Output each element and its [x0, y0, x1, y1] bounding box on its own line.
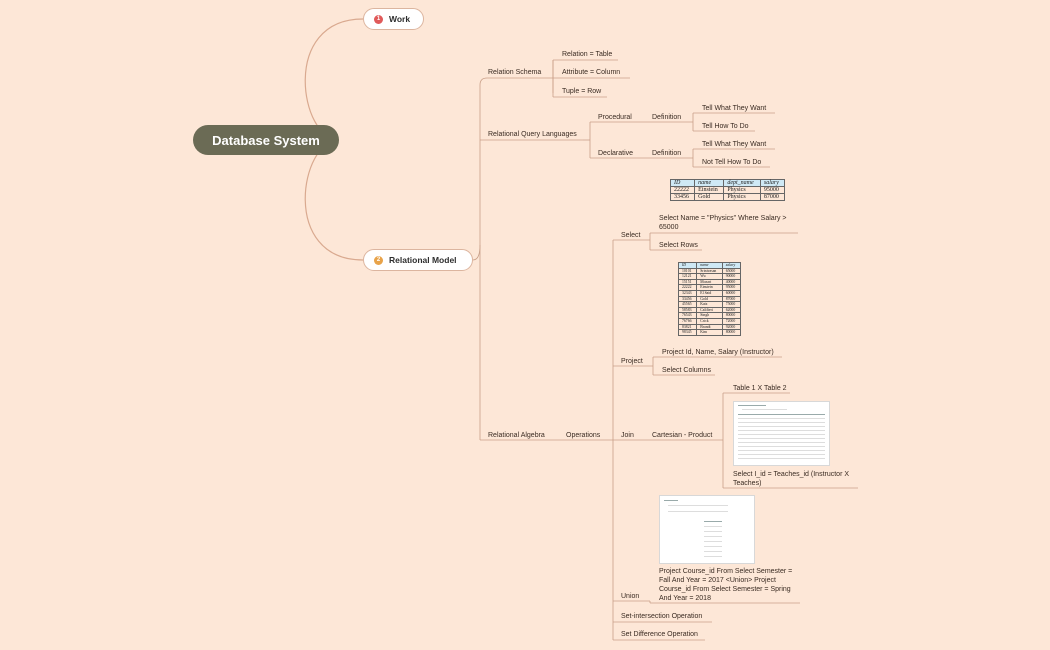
- node-proc-tell-how[interactable]: Tell How To Do: [702, 123, 749, 130]
- node-project-expression[interactable]: Project Id, Name, Salary (Instructor): [662, 349, 774, 356]
- table-row: 33456 Gold Physics 87000: [670, 193, 785, 201]
- node-table1-x-table2[interactable]: Table 1 X Table 2: [733, 385, 787, 392]
- topic-work[interactable]: 1 Work: [363, 8, 424, 30]
- table-cell: 95000: [759, 186, 785, 194]
- table-cell: Srinivasan: [696, 267, 723, 275]
- table-cell: Katz: [696, 301, 723, 308]
- table-cell: 22222: [670, 186, 696, 194]
- table-cell: 87000: [721, 295, 741, 303]
- table-header: dept_name: [723, 179, 761, 187]
- table-cell: Brandt: [696, 323, 723, 331]
- node-relational-query-languages[interactable]: Relational Query Languages: [488, 131, 577, 138]
- union-result-image: [659, 495, 755, 564]
- table-cell: 72000: [721, 317, 741, 325]
- table-cell: 98345: [678, 329, 698, 336]
- cartesian-product-result-image: [733, 401, 830, 466]
- node-declarative[interactable]: Declarative: [598, 150, 634, 157]
- table-header: salary: [721, 262, 741, 269]
- table-cell: 80000: [721, 312, 741, 319]
- table-cell: Wu: [696, 273, 723, 280]
- node-proc-tell-what[interactable]: Tell What They Want: [702, 105, 767, 112]
- node-union[interactable]: Union: [621, 593, 640, 600]
- number-badge-icon: 1: [374, 14, 383, 24]
- node-procedural[interactable]: Procedural: [598, 114, 632, 121]
- table-cell: Mozart: [696, 278, 723, 286]
- table-cell: Crick: [696, 317, 723, 325]
- node-procedural-definition[interactable]: Definition: [652, 114, 682, 121]
- table-cell: El Said: [696, 290, 723, 297]
- table-header: salary: [759, 179, 785, 187]
- table-cell: Gold: [694, 193, 725, 201]
- node-decl-tell-what[interactable]: Tell What They Want: [702, 141, 767, 148]
- node-relation-table[interactable]: Relation = Table: [562, 51, 613, 58]
- node-select-rows[interactable]: Select Rows: [659, 242, 698, 249]
- node-declarative-definition[interactable]: Definition: [652, 150, 682, 157]
- table-cell: Gold: [696, 295, 723, 303]
- node-set-difference[interactable]: Set Difference Operation: [621, 631, 698, 638]
- node-join-select-expression[interactable]: Select I_id = Teaches_id (Instructor X T…: [733, 471, 850, 487]
- table-cell: 92000: [721, 323, 741, 331]
- table-cell: Physics: [723, 186, 761, 194]
- number-badge-icon: 2: [374, 255, 383, 265]
- table-cell: Physics: [723, 193, 761, 201]
- table-header: name: [694, 179, 725, 187]
- node-operations[interactable]: Operations: [566, 432, 601, 439]
- select-result-table-image: ID name dept_name salary 22222 Einstein …: [670, 179, 785, 205]
- table-row: 22222 Einstein Physics 95000: [670, 186, 785, 194]
- table-cell: 80000: [721, 329, 741, 336]
- node-select[interactable]: Select: [621, 232, 641, 239]
- table-cell: 65000: [721, 267, 741, 275]
- select-result-table: ID name dept_name salary 22222 Einstein …: [670, 179, 785, 201]
- topic-relational-model-label: Relational Model: [389, 255, 457, 265]
- table-cell: Einstein: [696, 284, 723, 291]
- node-relational-algebra[interactable]: Relational Algebra: [488, 432, 545, 439]
- node-union-expression[interactable]: Project Course_id From Select Semester =…: [659, 568, 793, 602]
- table-header: ID: [670, 179, 696, 187]
- node-decl-not-tell-how[interactable]: Not Tell How To Do: [702, 159, 762, 166]
- topic-work-label: Work: [389, 14, 411, 24]
- table-cell: Einstein: [694, 186, 725, 194]
- table-cell: Kim: [696, 329, 723, 336]
- node-select-condition[interactable]: Select Name = "Physics" Where Salary > 6…: [659, 215, 787, 231]
- table-header: name: [696, 262, 723, 269]
- node-relation-schema[interactable]: Relation Schema: [488, 69, 542, 76]
- node-set-intersection[interactable]: Set-intersection Operation: [621, 613, 703, 620]
- table-cell: 62000: [721, 306, 741, 314]
- node-join[interactable]: Join: [621, 432, 634, 439]
- node-select-columns[interactable]: Select Columns: [662, 367, 712, 374]
- node-project[interactable]: Project: [621, 358, 643, 365]
- central-topic[interactable]: Database System: [193, 125, 339, 155]
- node-tuple-row[interactable]: Tuple = Row: [562, 88, 602, 95]
- node-attribute-column[interactable]: Attribute = Column: [562, 69, 621, 76]
- table-cell: 60000: [721, 290, 741, 297]
- table-cell: 75000: [721, 301, 741, 308]
- table-cell: 33456: [670, 193, 696, 201]
- table-cell: 40000: [721, 278, 741, 286]
- table-cell: 90000: [721, 273, 741, 280]
- table-cell: 95000: [721, 284, 741, 291]
- central-topic-label: Database System: [212, 132, 320, 148]
- table-cell: 87000: [759, 193, 785, 201]
- table-cell: Singh: [696, 312, 723, 319]
- node-cartesian-product[interactable]: Cartesian - Product: [652, 432, 713, 439]
- topic-relational-model[interactable]: 2 Relational Model: [363, 249, 473, 271]
- table-cell: Califieri: [696, 306, 723, 314]
